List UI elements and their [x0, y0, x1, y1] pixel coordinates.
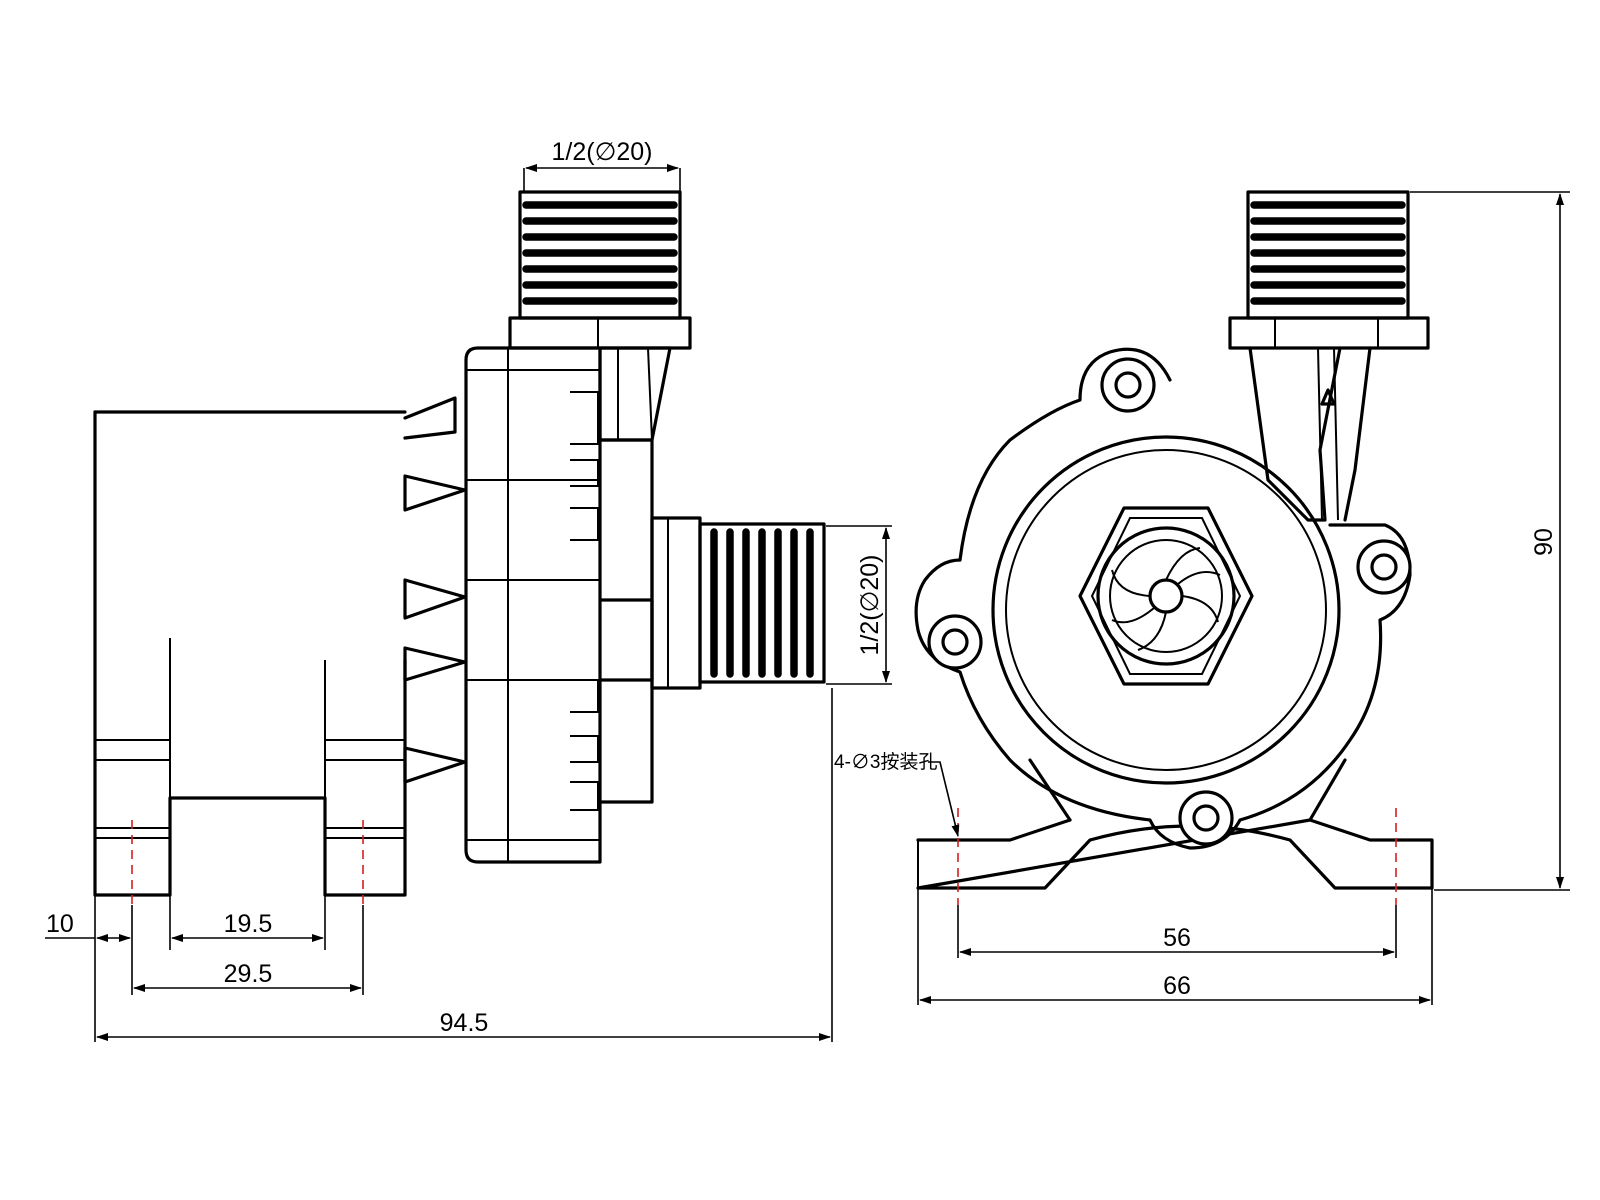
outlet-thread — [1250, 201, 1406, 305]
hole-pitch-label: 29.5 — [224, 960, 273, 988]
hole-spacing-label: 56 — [1163, 924, 1191, 952]
side-port-label: 1/2(∅20) — [856, 555, 884, 656]
mount-lug — [1100, 357, 1156, 413]
mount-lug — [1178, 790, 1234, 846]
side-port-thread — [710, 528, 814, 678]
overall-length-label: 94.5 — [440, 1009, 489, 1037]
front-view — [914, 190, 1434, 905]
height-label: 90 — [1530, 528, 1558, 556]
foot-gap-label: 19.5 — [224, 910, 273, 938]
top-port-thread — [522, 201, 678, 305]
impeller-blades — [1111, 547, 1221, 651]
mount-lug — [1356, 539, 1412, 595]
top-port-label: 1/2(∅20) — [552, 138, 653, 166]
side-view — [93, 190, 826, 905]
foot-width-label: 10 — [46, 910, 74, 938]
mount-holes-label: 4-∅3按装孔 — [834, 751, 937, 773]
base-width-label: 66 — [1163, 972, 1191, 1000]
mount-lug — [927, 614, 983, 670]
dimension-lines — [45, 164, 1570, 1042]
